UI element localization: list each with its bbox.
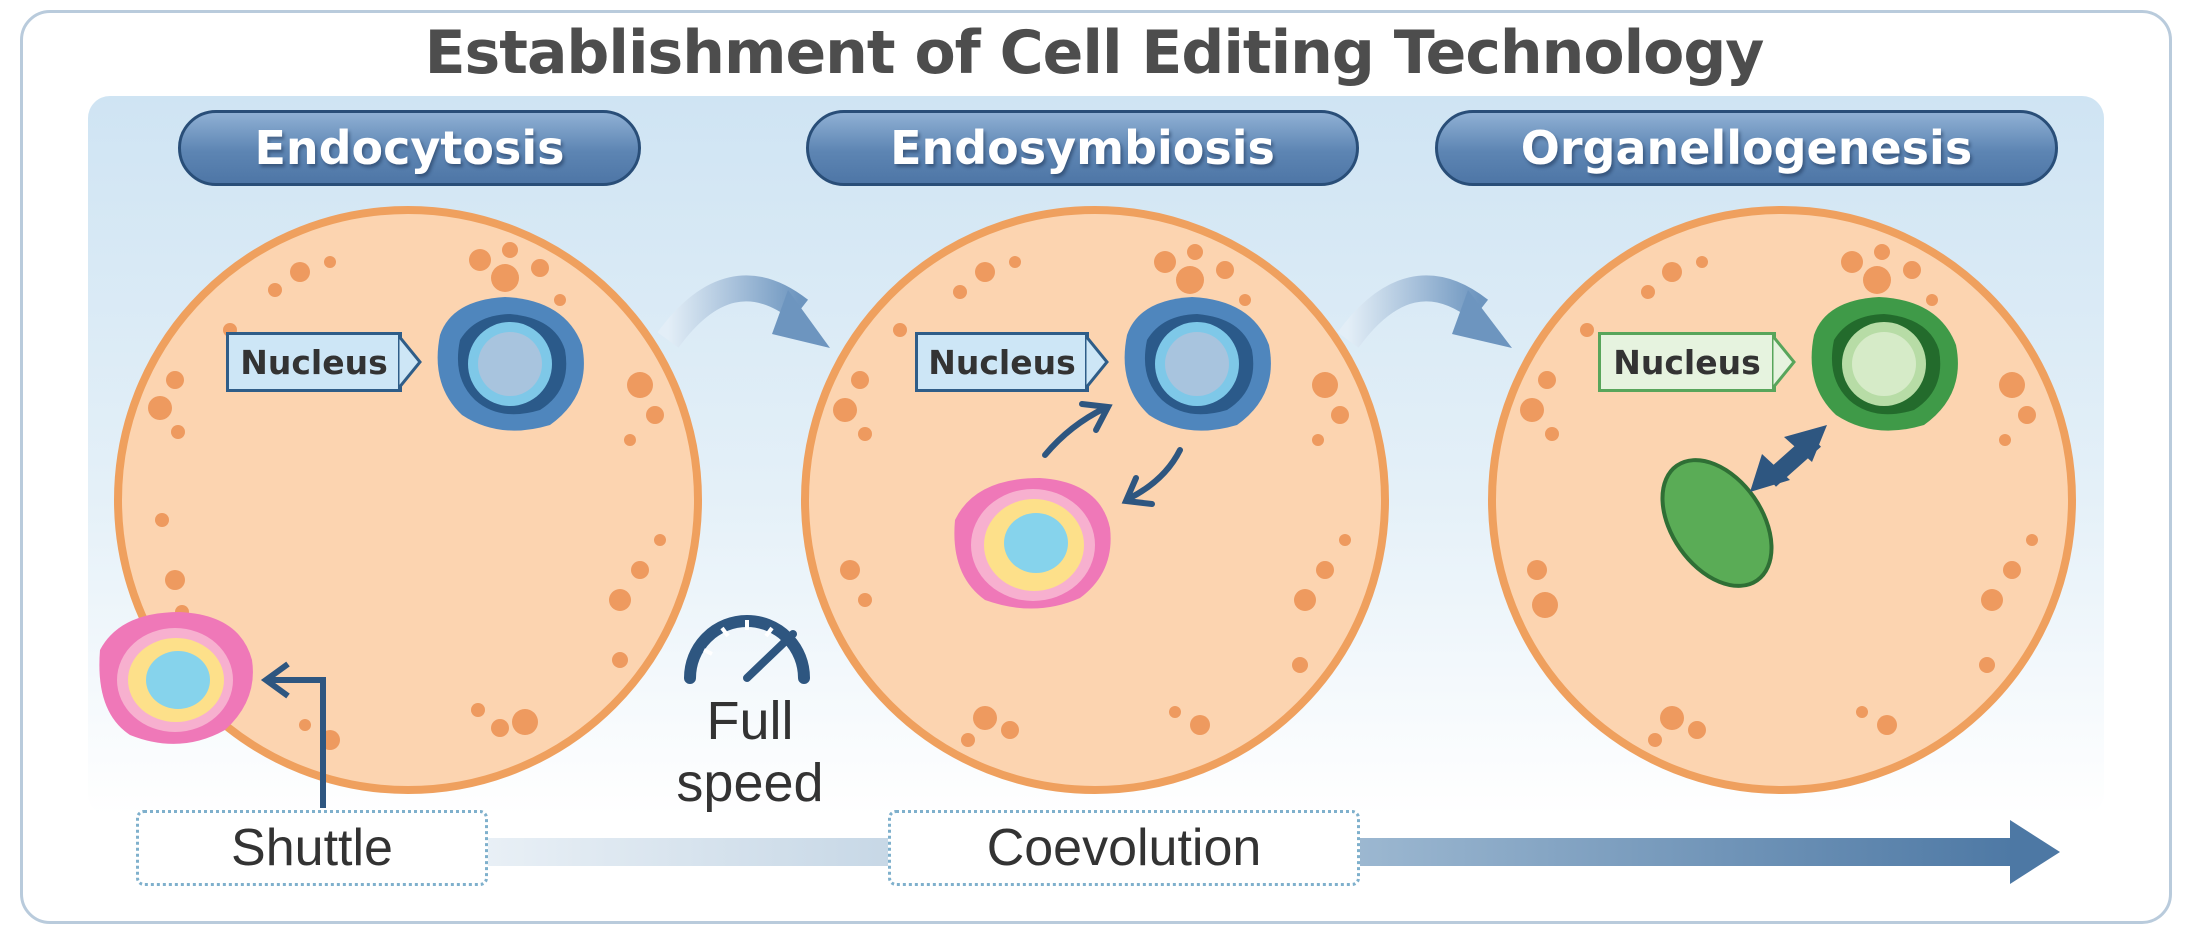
cytoplasm-granules [148, 242, 666, 750]
nucleus-3 [1811, 297, 1958, 431]
timeline-label-coevolution: Coevolution [888, 810, 1360, 886]
cytoplasm-granules [833, 244, 1351, 747]
nucleus-label-2: Nucleus [915, 332, 1089, 392]
diagram-title: Establishment of Cell Editing Technology [424, 18, 1765, 88]
stage-header-endosymbiosis: Endosymbiosis [806, 110, 1359, 186]
organelle [1660, 458, 1774, 588]
callout-pointer-3 [1772, 332, 1796, 392]
nucleus-label-3: Nucleus [1598, 332, 1776, 392]
entry-arrow [260, 661, 326, 808]
cytoplasm-granules [1520, 244, 2038, 747]
symbiont-internal [954, 478, 1111, 609]
callout-pointer-2 [1085, 332, 1109, 392]
exchange-arrows [1042, 401, 1183, 507]
double-arrow [1750, 425, 1827, 492]
stage-header-endocytosis: Endocytosis [178, 110, 641, 186]
speed-label-line1: Full [706, 691, 794, 751]
nucleus-label-1: Nucleus [226, 332, 402, 392]
speedometer-icon [684, 615, 810, 684]
nucleus-2 [1124, 297, 1271, 431]
speed-label: Full speed [660, 690, 840, 814]
nucleus-1 [437, 297, 584, 431]
callout-pointer-1 [398, 332, 422, 392]
symbiont-entering [99, 612, 253, 744]
speed-label-line2: speed [676, 753, 824, 813]
stage-header-organellogenesis: Organellogenesis [1435, 110, 2058, 186]
transition-arrow-1 [657, 275, 830, 348]
transition-arrow-2 [1337, 275, 1512, 348]
timeline-label-shuttle: Shuttle [136, 810, 488, 886]
host-cell-organellogenesis [1488, 206, 2076, 794]
